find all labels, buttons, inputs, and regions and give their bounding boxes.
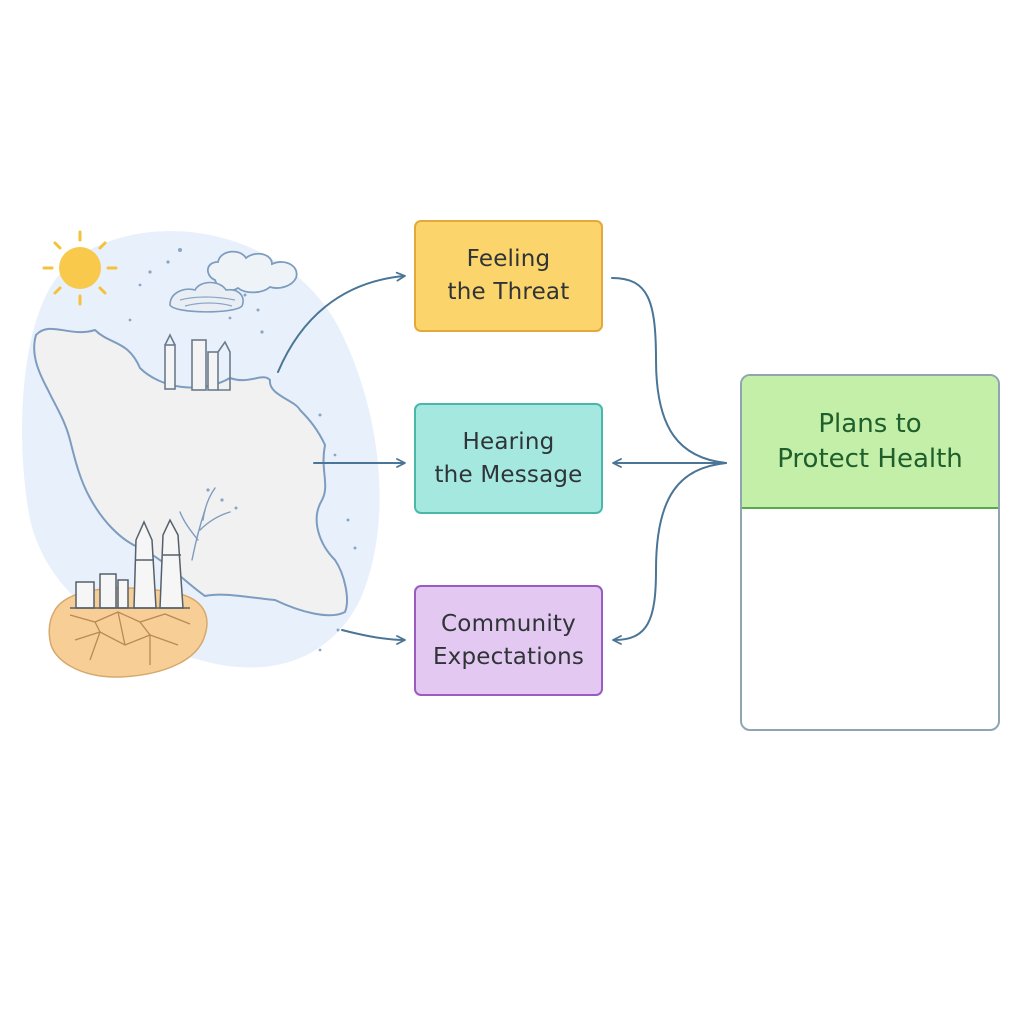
cracked-earth-icon [48, 587, 208, 678]
node-label-line2: Expectations [432, 643, 585, 670]
connector-threat-to-plans [611, 277, 727, 464]
environment-illustration [22, 230, 380, 678]
region-map [33, 327, 348, 617]
cloud-icon [206, 250, 298, 294]
outcome-panel-plans-to-protect-health: Plans to Protect Health [740, 374, 1000, 731]
arrow-to-community [341, 629, 406, 645]
node-label-line2: the Threat [447, 279, 570, 305]
sun-icon [42, 230, 118, 306]
outcome-label-line1: Plans to [818, 408, 922, 439]
factory-icon [164, 333, 231, 391]
connector-plans-to-community [612, 462, 727, 645]
connectors [277, 271, 727, 645]
smog-cloud-icon [169, 281, 244, 313]
particle-dots [128, 248, 357, 652]
node-community-expectations: Community Expectations [414, 585, 603, 696]
node-label-line2: the Message [434, 461, 583, 488]
outcome-label-line2: Protect Health [777, 443, 963, 474]
node-label-line1: Feeling [466, 246, 551, 272]
node-label-line1: Hearing [462, 428, 555, 455]
outcome-panel-header: Plans to Protect Health [742, 376, 998, 509]
arrow-to-threat [277, 271, 406, 373]
city-skyline-icon [70, 518, 190, 609]
bare-tree-icon [179, 487, 231, 561]
node-hearing-the-message: Hearing the Message [414, 403, 603, 514]
node-label-line1: Community [441, 610, 576, 637]
node-feeling-the-threat: Feeling the Threat [414, 220, 603, 332]
